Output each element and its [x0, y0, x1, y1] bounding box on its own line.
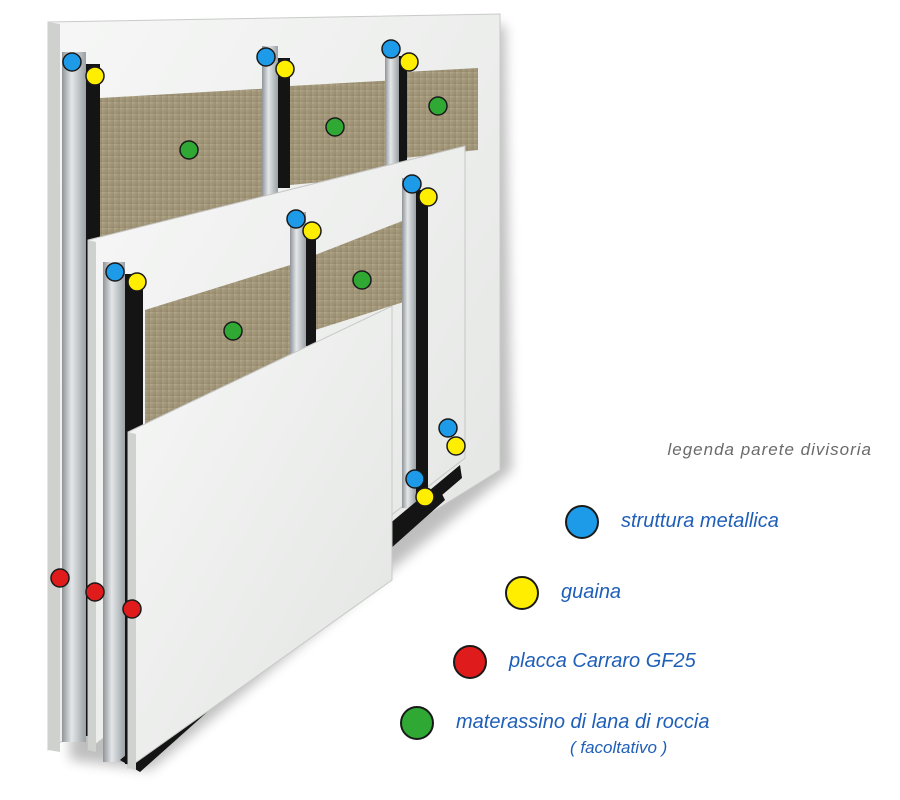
stud-mid-1: [103, 262, 125, 762]
legend-item-board: placca Carraro GF25: [453, 645, 753, 685]
legend-sublabel-wool: ( facoltativo ): [570, 738, 668, 757]
steel-marker-icon: [438, 418, 458, 438]
board-marker-icon: [50, 568, 70, 588]
sheath-marker-icon: [415, 487, 435, 507]
sheath-marker-icon: [399, 52, 419, 72]
steel-marker-icon: [381, 39, 401, 59]
yellow-circle-icon: [505, 576, 539, 610]
board-marker-icon: [85, 582, 105, 602]
green-circle-icon: [400, 706, 434, 740]
legend-label-steel: struttura metallica: [621, 510, 779, 532]
steel-marker-icon: [286, 209, 306, 229]
legend-title: legenda parete divisoria: [667, 440, 872, 459]
steel-marker-icon: [62, 52, 82, 72]
steel-marker-icon: [405, 469, 425, 489]
steel-marker-icon: [105, 262, 125, 282]
steel-marker-icon: [402, 174, 422, 194]
wool-marker-icon: [352, 270, 372, 290]
red-circle-icon: [453, 645, 487, 679]
sheath-marker-icon: [275, 59, 295, 79]
sheath-marker-icon: [85, 66, 105, 86]
stud-back-3: [385, 44, 399, 184]
board-marker-icon: [122, 599, 142, 619]
wool-marker-icon: [325, 117, 345, 137]
sheath-marker-icon: [418, 187, 438, 207]
sheath-marker-icon: [127, 272, 147, 292]
stud-back-1: [62, 52, 86, 742]
stud-mid-3: [402, 178, 416, 508]
wool-marker-icon: [223, 321, 243, 341]
sheath-marker-icon: [302, 221, 322, 241]
sheath-marker-icon: [446, 436, 466, 456]
legend-label-board: placca Carraro GF25: [509, 650, 696, 672]
legend-item-sheath: guaina: [505, 576, 705, 616]
wool-panel-back-2: [290, 80, 398, 185]
legend-label-wool: materassino di lana di roccia: [456, 711, 710, 733]
wool-marker-icon: [428, 96, 448, 116]
wool-marker-icon: [179, 140, 199, 160]
legend-label-sheath: guaina: [561, 581, 622, 603]
legend-item-wool: materassino di lana di roccia ( facoltat…: [400, 706, 810, 776]
steel-marker-icon: [256, 47, 276, 67]
stud-mid-2: [290, 212, 306, 362]
legend-item-steel: struttura metallica: [565, 505, 865, 545]
blue-circle-icon: [565, 505, 599, 539]
